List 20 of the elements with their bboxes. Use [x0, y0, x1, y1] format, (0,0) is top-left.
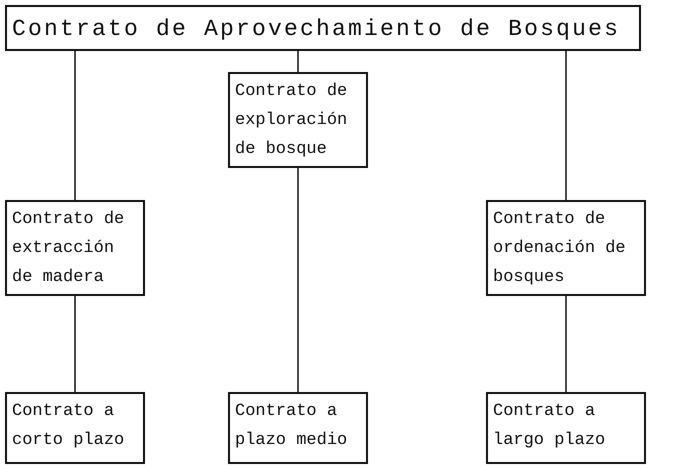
connector-line	[74, 296, 76, 392]
box-label: Contrato de ordenación de bosques	[493, 209, 627, 289]
box-label: Contrato a largo plazo	[493, 401, 606, 452]
contract-box	[5, 5, 641, 51]
box-label: Contrato de exploración de bosque	[235, 81, 348, 161]
contract-box	[486, 392, 646, 464]
contract-box	[228, 392, 368, 464]
box-label: Contrato a plazo medio	[235, 401, 348, 452]
connector-line	[297, 168, 299, 392]
connector-line	[565, 296, 567, 392]
contract-box	[5, 200, 145, 296]
connector-line	[297, 51, 299, 72]
connector-line	[565, 51, 567, 200]
connector-line	[74, 51, 76, 200]
contract-box	[5, 392, 145, 464]
box-label: Contrato de extracción de madera	[12, 209, 126, 289]
contract-box	[228, 72, 368, 168]
box-label: Contrato a corto plazo	[12, 401, 126, 452]
box-label: Contrato de Aprovechamiento de Bosques	[12, 15, 622, 44]
contract-box	[486, 200, 646, 296]
